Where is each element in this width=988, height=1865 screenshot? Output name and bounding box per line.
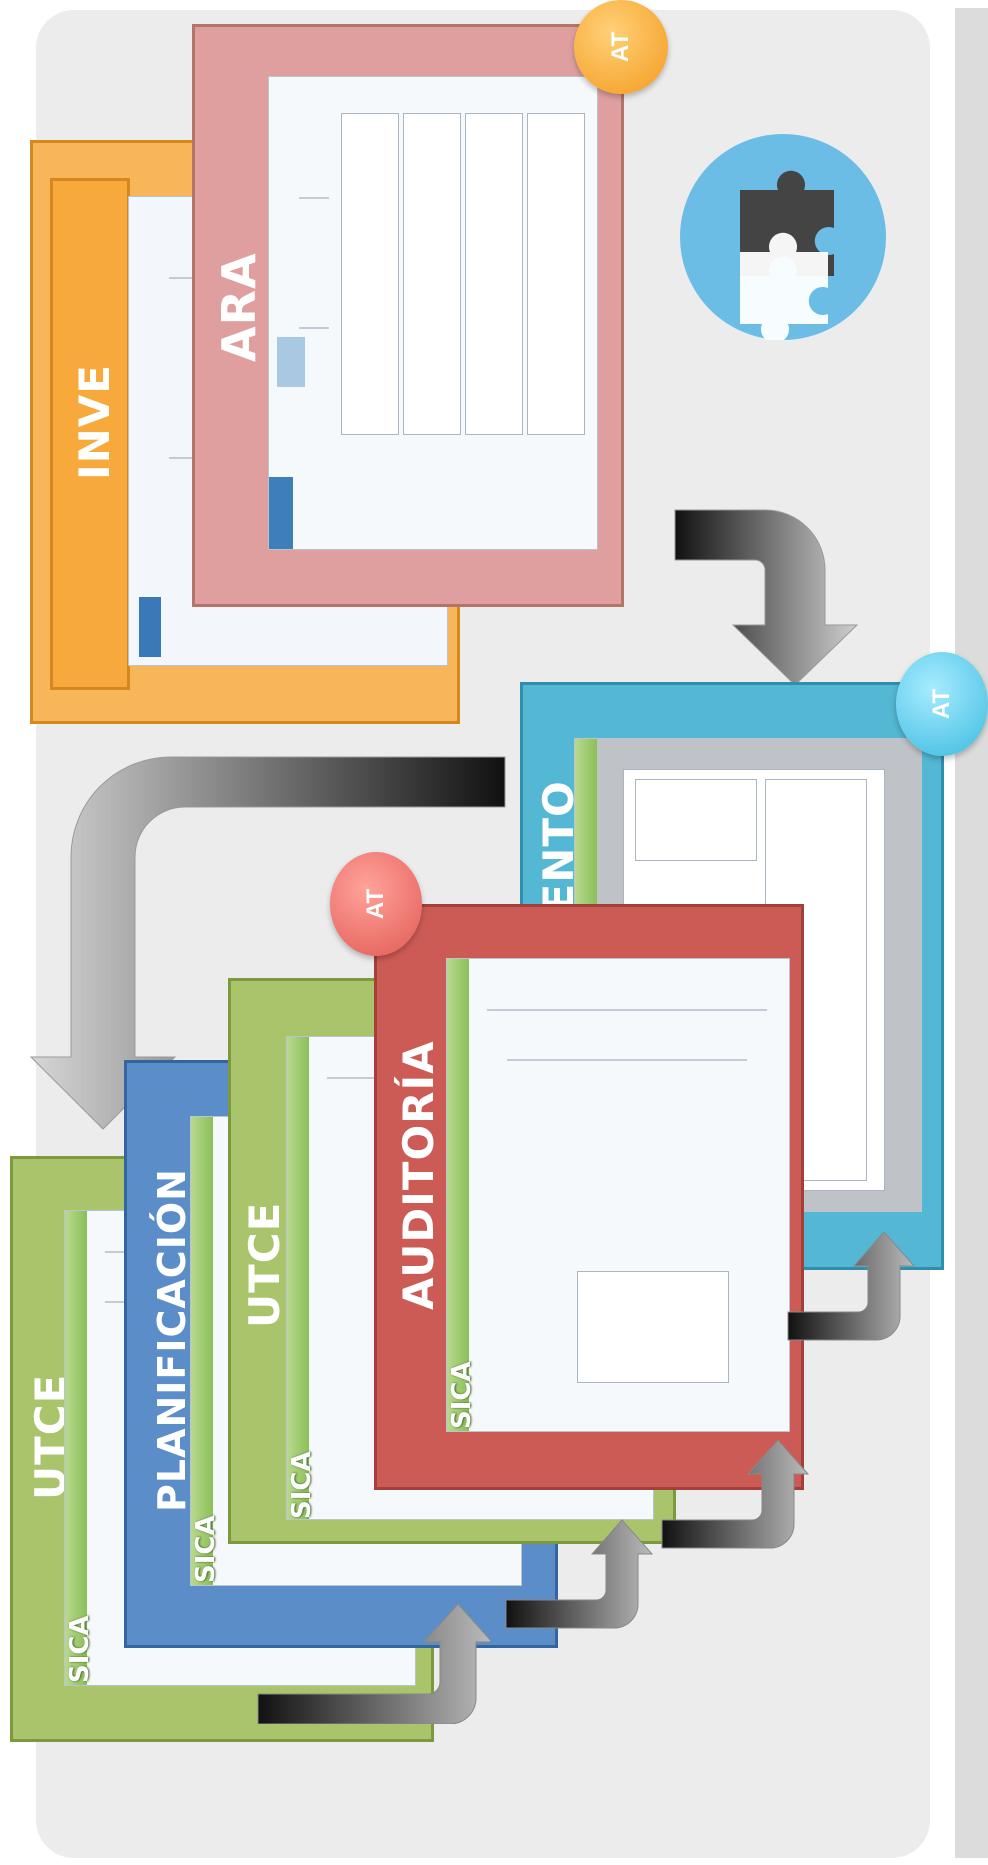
title-auditoria: AUDITORÍA — [394, 1040, 443, 1310]
frame-inve-inner — [50, 178, 130, 690]
arrow-down-icon — [674, 509, 859, 686]
screenshot-auditoria: SICA — [446, 958, 790, 1432]
puzzle-icon — [680, 134, 886, 344]
title-ara: ARA — [212, 252, 266, 362]
side-strip — [955, 8, 988, 1858]
screenshot-ara — [268, 76, 598, 550]
flow-arrow-1-icon — [257, 1603, 490, 1724]
flow-arrow-2-icon — [505, 1519, 654, 1629]
flow-arrow-3-icon — [661, 1439, 810, 1549]
title-planificacion: PLANIFICACIÓN — [150, 1168, 194, 1512]
title-utce-front: UTCE — [240, 1201, 289, 1328]
title-inve: INVE — [70, 364, 119, 480]
arrow-curve-icon — [30, 756, 506, 1130]
badge-at-auditoria: AT — [330, 852, 422, 956]
badge-at-seguimiento: AT — [896, 652, 988, 756]
flow-arrow-4-icon — [787, 1231, 916, 1341]
badge-at-ara: AT — [574, 0, 668, 94]
